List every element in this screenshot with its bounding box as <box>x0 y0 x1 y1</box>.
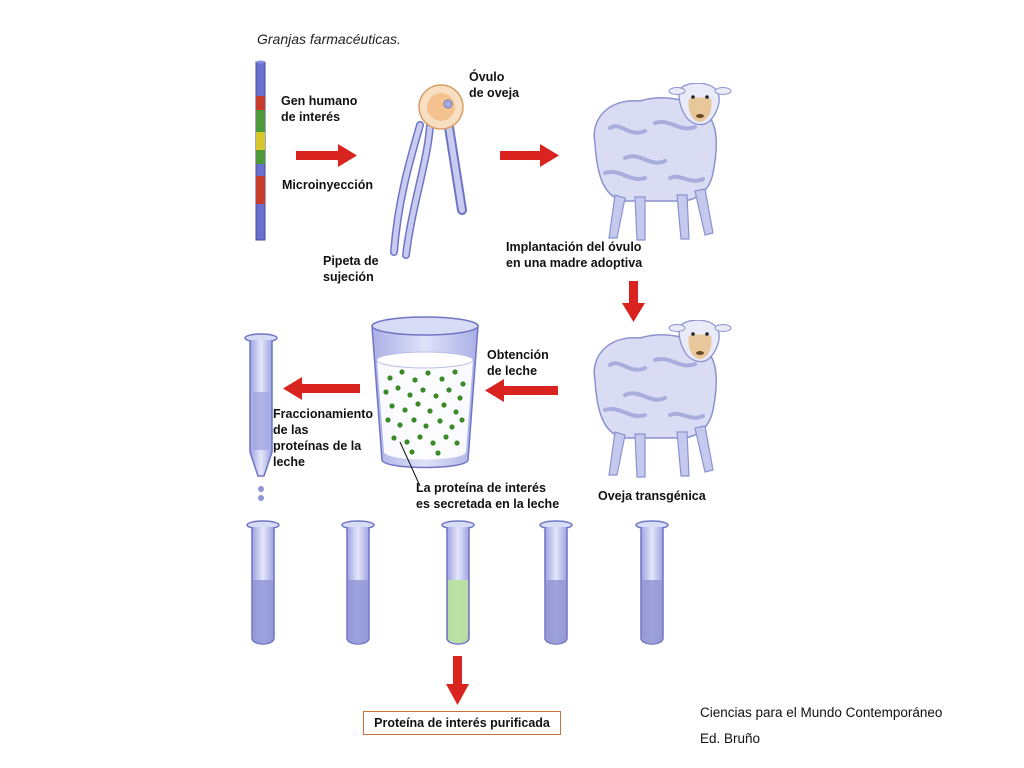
label-obtencion: Obtención de leche <box>487 348 549 378</box>
arrow-right-icon <box>296 144 357 167</box>
diagram-title: Granjas farmacéuticas. <box>257 31 401 47</box>
test-tube-icon-green <box>441 520 475 645</box>
pipette-icon <box>390 103 467 259</box>
arrow-down-icon <box>622 281 645 322</box>
test-tube-icon <box>539 520 573 645</box>
label-pipeta: Pipeta de sujeción <box>323 254 379 284</box>
sheep-icon <box>592 83 733 242</box>
test-tube-icon <box>635 520 669 645</box>
result-label: Proteína de interés purificada <box>374 716 550 730</box>
test-tube-icon <box>246 520 280 645</box>
dna-bar-icon <box>255 60 266 241</box>
test-tube-icon <box>341 520 375 645</box>
label-proteina-secretada: La proteína de interés es secretada en l… <box>416 481 560 511</box>
label-ovulo: Óvulo de oveja <box>469 70 520 100</box>
label-gen-humano: Gen humano de interés <box>281 94 358 124</box>
arrow-right-icon <box>500 144 559 167</box>
arrow-left-icon <box>283 377 360 400</box>
sheep-icon <box>592 320 733 479</box>
label-implantacion: Implantación del óvulo en una madre adop… <box>506 240 643 270</box>
arrow-down-icon <box>446 656 469 705</box>
credit-publisher: Ed. Bruño <box>700 731 761 746</box>
milk-glass-icon <box>371 316 479 469</box>
result-box: Proteína de interés purificada <box>363 711 561 735</box>
egg-icon <box>418 84 464 130</box>
label-fraccionamiento: Fraccionamiento de las proteínas de la l… <box>273 407 374 469</box>
credit-book-title: Ciencias para el Mundo Contemporáneo <box>700 705 943 720</box>
arrow-left-icon <box>485 379 558 402</box>
column-tube-icon <box>244 333 278 501</box>
pointer-line <box>399 441 421 487</box>
label-microinyeccion: Microinyección <box>282 178 373 192</box>
label-oveja-transgenica: Oveja transgénica <box>598 489 706 503</box>
